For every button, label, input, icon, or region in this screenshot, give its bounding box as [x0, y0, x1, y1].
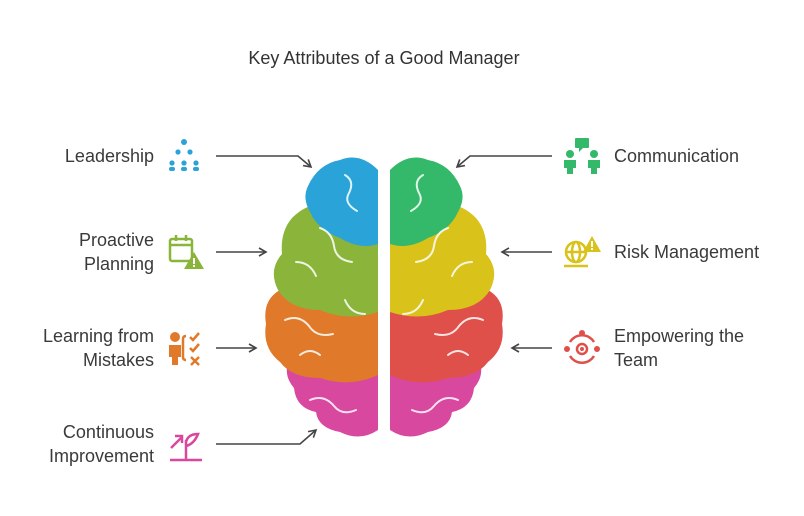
person-checklist-icon [169, 332, 200, 366]
label-learning-from-mistakes: Learning from Mistakes [20, 324, 154, 372]
brain-lobe-blue-left [305, 157, 378, 246]
label-empowering-the-team: Empowering the Team [614, 324, 774, 372]
brain-right-hemisphere [390, 157, 503, 437]
label-leadership: Leadership [64, 146, 154, 166]
label-communication: Communication [614, 146, 740, 166]
team-gear-icon [564, 330, 600, 365]
growth-sprout-icon [170, 432, 202, 462]
brain-left-hemisphere [265, 157, 378, 437]
label-continuous-improvement-text: Continuous Improvement [48, 422, 154, 466]
page-title: Key Attributes of a Good Manager [248, 48, 520, 68]
arrow-continuous-improvement [216, 428, 318, 445]
label-continuous-improvement: Continuous Improvement [20, 420, 154, 468]
arrow-leadership [216, 155, 313, 169]
people-chat-icon [564, 138, 600, 174]
label-proactive-planning-text: Proactive Planning [78, 230, 154, 274]
label-proactive-planning: Proactive Planning [40, 228, 154, 276]
label-risk-management: Risk Management [614, 242, 760, 262]
calendar-warning-icon [168, 235, 204, 269]
label-learning-from-mistakes-text: Learning from Mistakes [42, 326, 154, 370]
hierarchy-icon [169, 139, 199, 171]
brain-lobe-green-right [390, 157, 463, 246]
arrow-communication [455, 155, 552, 169]
label-empowering-the-team-text: Empowering the Team [614, 326, 745, 370]
globe-warning-icon [564, 236, 601, 268]
